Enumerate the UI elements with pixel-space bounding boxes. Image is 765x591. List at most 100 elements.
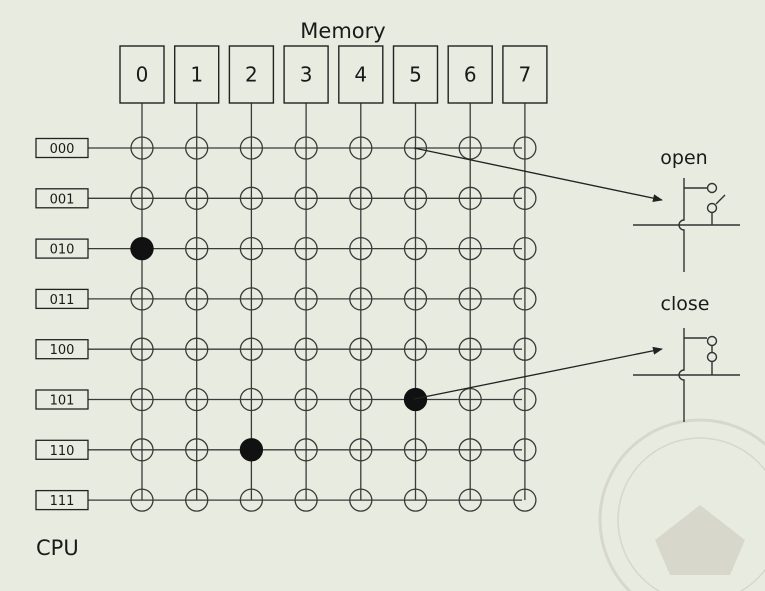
open-crosspoint-node	[239, 337, 264, 361]
closed-crosspoint-node	[239, 438, 264, 462]
open-crosspoint-node	[513, 186, 537, 210]
memory-title: Memory	[300, 19, 385, 43]
open-crosspoint-node	[294, 186, 318, 210]
memory-module-box	[173, 45, 220, 104]
open-crosspoint-node	[294, 488, 318, 512]
close-switch-detail: close	[633, 293, 740, 422]
open-crosspoint-node	[458, 236, 482, 261]
open-crosspoint-node	[294, 136, 318, 160]
open-crosspoint-node	[239, 287, 264, 311]
memory-module-label: 6	[464, 63, 477, 87]
memory-module-label: 5	[409, 63, 422, 87]
open-crosspoint-node	[349, 186, 373, 210]
open-crosspoint-node	[513, 337, 537, 361]
cpu-address-box	[35, 489, 89, 511]
memory-module-label: 1	[190, 63, 203, 87]
open-pointer-arrow	[413, 147, 663, 203]
memory-module-label: 2	[245, 63, 258, 87]
open-crosspoint-node	[185, 387, 209, 412]
cpu-address-label: 010	[50, 243, 75, 258]
cpu-address-box	[35, 288, 89, 310]
crossbar-grid-lines	[88, 103, 526, 501]
open-crosspoint-node	[294, 438, 318, 462]
memory-module-box	[502, 45, 548, 104]
open-crosspoint-node	[130, 337, 154, 361]
cpu-address-label: 100	[50, 343, 75, 358]
open-crosspoint-node	[349, 287, 373, 311]
cpu-address-box	[35, 389, 89, 410]
open-crosspoint-node	[349, 387, 373, 412]
open-crosspoint-node	[130, 186, 154, 210]
memory-modules: 0 1 2 3 4 5 6 7	[119, 45, 548, 104]
open-crosspoint-node	[403, 488, 428, 512]
closed-crosspoint-node	[403, 387, 428, 412]
open-crosspoint-node	[239, 488, 264, 512]
cpu-address-box	[35, 188, 89, 209]
close-label: close	[661, 293, 710, 315]
open-crosspoint-node	[185, 136, 209, 160]
open-crosspoint-node	[403, 337, 428, 361]
open-crosspoint-node	[185, 438, 209, 462]
open-crosspoint-node	[513, 236, 537, 261]
university-seal-watermark	[598, 418, 765, 591]
open-crosspoint-node	[349, 236, 373, 261]
memory-module-box	[392, 45, 439, 104]
memory-module-box	[283, 45, 329, 104]
open-crosspoint-node	[403, 186, 428, 210]
memory-module-label: 4	[354, 63, 367, 87]
open-switch-detail: open	[633, 147, 740, 272]
open-crosspoint-node	[513, 488, 537, 512]
open-crosspoint-node	[513, 438, 537, 462]
cpu-address-box	[35, 439, 89, 460]
closed-crosspoint-node	[130, 236, 154, 261]
memory-module-label: 3	[300, 63, 313, 87]
cpu-address-label: 011	[50, 293, 75, 308]
open-crosspoint-node	[130, 488, 154, 512]
open-crosspoint-node	[349, 438, 373, 462]
open-crosspoint-node	[239, 186, 264, 210]
open-crosspoint-node	[458, 488, 482, 512]
open-label: open	[660, 147, 707, 169]
cpu-address-label: 101	[50, 394, 75, 409]
cpu-address-box	[35, 137, 89, 159]
open-crosspoint-node	[458, 136, 482, 160]
open-crosspoint-node	[458, 438, 482, 462]
open-crosspoint-node	[513, 287, 537, 311]
close-pointer-arrow	[413, 346, 663, 400]
open-crosspoint-node	[185, 337, 209, 361]
open-crosspoint-node	[239, 387, 264, 412]
memory-module-box	[447, 45, 493, 104]
cpu-address-box	[35, 238, 89, 259]
memory-module-box	[228, 45, 275, 104]
open-crosspoint-node	[294, 337, 318, 361]
open-crosspoint-node	[458, 337, 482, 361]
open-crosspoint-node	[239, 136, 264, 160]
open-crosspoint-node	[403, 236, 428, 261]
memory-module-box	[338, 45, 384, 104]
open-crosspoint-node	[239, 236, 264, 261]
open-crosspoint-node	[130, 136, 154, 160]
cpu-address-label: 000	[50, 142, 75, 157]
open-crosspoint-node	[403, 438, 428, 462]
open-crosspoint-node	[349, 136, 373, 160]
open-crosspoint-node	[185, 287, 209, 311]
open-crosspoint-node	[294, 287, 318, 311]
open-crosspoint-node	[513, 387, 537, 412]
open-crosspoint-node	[513, 136, 537, 160]
memory-module-label: 7	[519, 63, 532, 87]
open-crosspoint-node	[458, 186, 482, 210]
memory-module-label: 0	[136, 63, 149, 87]
open-crosspoint-node	[403, 136, 428, 160]
open-crosspoint-node	[458, 287, 482, 311]
memory-module-box	[119, 45, 165, 104]
open-crosspoint-node	[130, 287, 154, 311]
cpu-address-label: 110	[50, 444, 75, 459]
open-crosspoint-node	[185, 488, 209, 512]
open-crosspoint-node	[349, 337, 373, 361]
open-crosspoint-node	[294, 236, 318, 261]
cpu-label: CPU	[36, 536, 79, 560]
cpu-address-label: 001	[50, 192, 75, 207]
